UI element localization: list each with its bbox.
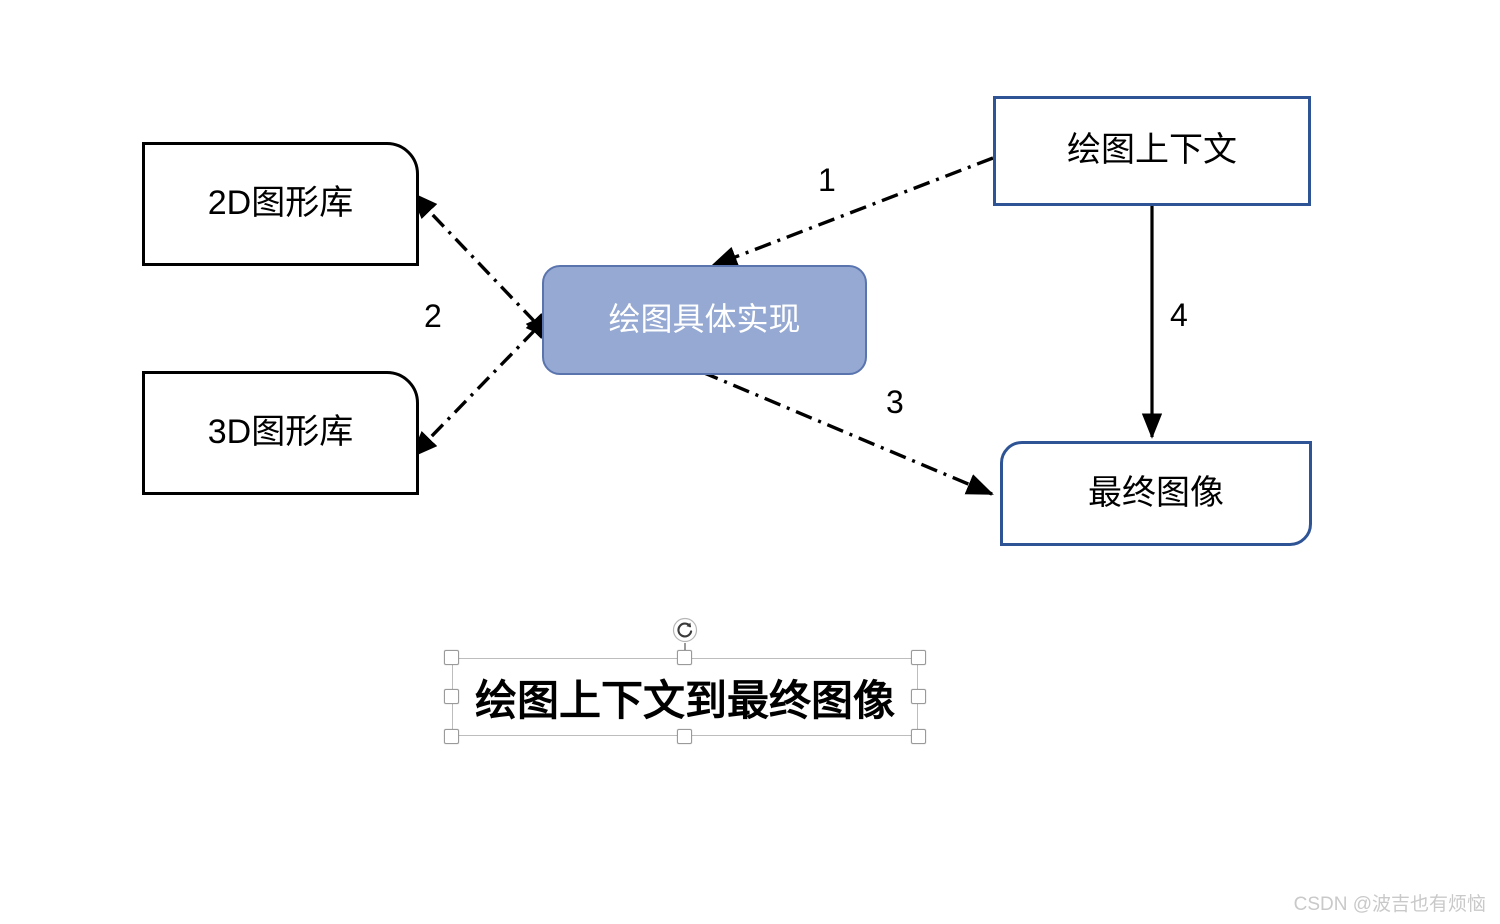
handle-bottom-left[interactable] [444,729,459,744]
connector-context-to-implementation [710,156,994,268]
connector-label-2: 2 [424,298,442,334]
handle-top-center[interactable] [677,650,692,665]
box-final-image-label: 最终图像 [1088,473,1224,512]
handle-top-right[interactable] [911,650,926,665]
box-3d-graphics-library[interactable]: 3D图形库 [142,371,419,495]
connector-implementation-to-3d-library [410,311,553,459]
handle-top-left[interactable] [444,650,459,665]
handle-middle-left[interactable] [444,689,459,704]
connector-implementation-to-2d-library [410,191,553,341]
box-drawing-context-label: 绘图上下文 [1067,131,1237,170]
watermark: CSDN @波吉也有烦恼 [1293,894,1486,915]
handle-bottom-center[interactable] [677,729,692,744]
rotate-icon[interactable] [672,617,698,643]
box-drawing-context[interactable]: 绘图上下文 [993,96,1311,206]
handle-bottom-right[interactable] [911,729,926,744]
box-final-image[interactable]: 最终图像 [1000,441,1312,546]
handle-middle-right[interactable] [911,689,926,704]
connector-label-3: 3 [886,384,904,420]
connector-label-1: 1 [818,162,836,198]
selected-text-box[interactable]: 绘图上下文到最终图像 [444,617,926,744]
box-3d-graphics-library-label: 3D图形库 [207,413,354,452]
box-drawing-implementation[interactable]: 绘图具体实现 [542,265,867,375]
selected-text-box-label: 绘图上下文到最终图像 [474,676,895,724]
box-2d-graphics-library[interactable]: 2D图形库 [142,142,419,266]
connector-label-4: 4 [1170,297,1188,333]
box-2d-graphics-library-label: 2D图形库 [207,184,354,223]
connector-implementation-to-final-image [701,370,994,496]
box-drawing-implementation-label: 绘图具体实现 [608,301,801,338]
